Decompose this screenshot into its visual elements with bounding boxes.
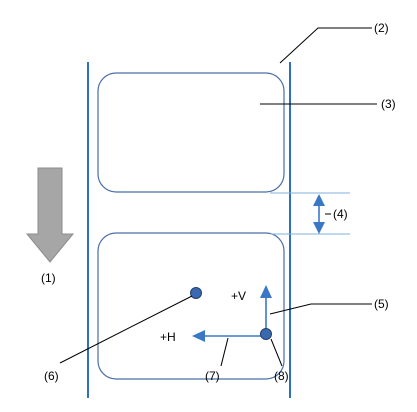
label-upper	[97, 72, 285, 193]
callout-6: (6)	[44, 369, 59, 383]
gap-arrow-down-icon	[313, 222, 325, 234]
leader-2	[279, 27, 372, 64]
callout-7: (7)	[205, 369, 220, 383]
callout-4: (4)	[333, 207, 348, 221]
callout-1: (1)	[41, 271, 56, 285]
h-axis-label: +H	[160, 330, 176, 344]
callout-5: (5)	[374, 297, 389, 311]
down-arrow-icon	[25, 167, 75, 263]
h-axis-arrowhead-icon	[192, 330, 205, 342]
v-axis-label: +V	[231, 289, 246, 303]
leader-7	[220, 337, 229, 367]
leader-8	[270, 338, 283, 367]
label-lower	[97, 232, 285, 380]
callout-3: (3)	[381, 97, 396, 111]
callout-2: (2)	[374, 21, 389, 35]
v-axis-arrowhead-icon	[260, 285, 272, 298]
dot-icon	[190, 287, 202, 299]
gap-arrow-up-icon	[313, 194, 325, 206]
leader-6	[59, 295, 193, 364]
callout-8: (8)	[274, 369, 289, 383]
origin-dot-icon	[260, 328, 272, 340]
leader-5	[269, 303, 372, 315]
